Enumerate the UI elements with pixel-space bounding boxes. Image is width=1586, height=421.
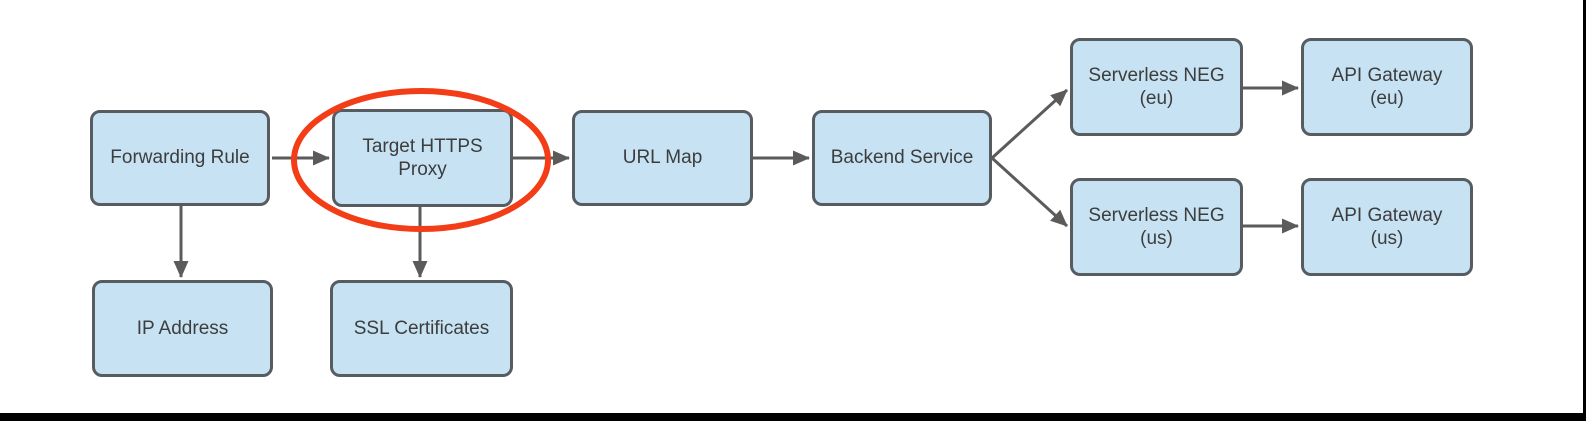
node-backend-service-label: Backend Service xyxy=(830,147,974,169)
node-serverless-neg-eu: Serverless NEG (eu) xyxy=(1070,38,1243,136)
node-forwarding-rule: Forwarding Rule xyxy=(90,110,270,206)
node-serverless-neg-eu-label: Serverless NEG (eu) xyxy=(1088,64,1225,109)
node-serverless-neg-us-label: Serverless NEG (us) xyxy=(1088,204,1225,249)
edge-backend-service-to-serverless-neg-eu xyxy=(990,88,1069,160)
node-ssl-certificates: SSL Certificates xyxy=(330,280,513,377)
node-api-gateway-eu: API Gateway (eu) xyxy=(1301,38,1473,136)
node-target-https-proxy: Target HTTPS Proxy xyxy=(332,109,513,207)
screen-edge-right xyxy=(1583,0,1586,421)
edge-backend-service-to-serverless-neg-us xyxy=(990,156,1069,228)
node-ip-address: IP Address xyxy=(92,280,273,377)
screen-edge-bottom xyxy=(0,413,1586,421)
node-api-gateway-us-label: API Gateway (us) xyxy=(1331,204,1443,249)
node-backend-service: Backend Service xyxy=(812,110,992,206)
node-url-map: URL Map xyxy=(572,110,753,206)
node-ip-address-label: IP Address xyxy=(136,317,229,339)
node-ssl-certificates-label: SSL Certificates xyxy=(353,317,490,339)
node-api-gateway-us: API Gateway (us) xyxy=(1301,178,1473,276)
node-url-map-label: URL Map xyxy=(622,147,703,169)
node-target-https-proxy-label: Target HTTPS Proxy xyxy=(362,135,483,180)
node-api-gateway-eu-label: API Gateway (eu) xyxy=(1331,64,1443,109)
node-forwarding-rule-label: Forwarding Rule xyxy=(110,147,250,169)
node-serverless-neg-us: Serverless NEG (us) xyxy=(1070,178,1243,276)
